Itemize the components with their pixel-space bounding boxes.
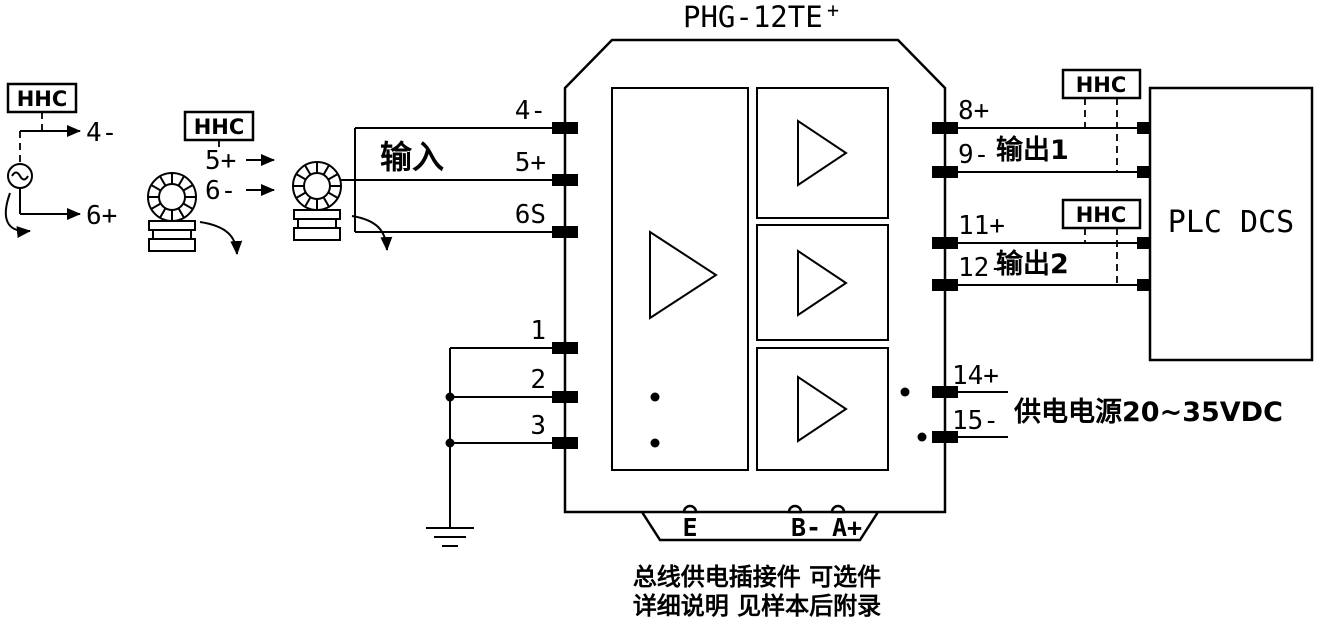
module-title-superscript: + bbox=[827, 0, 839, 22]
terminal-bar-9 bbox=[932, 166, 958, 178]
hhc-box-2 bbox=[183, 110, 255, 142]
output-wires bbox=[958, 127, 1137, 438]
output1-label: 输出1 bbox=[996, 134, 1069, 166]
input-wires bbox=[340, 127, 612, 233]
field-label-6minus: 6- bbox=[205, 176, 236, 206]
terminal-label-6s: 6S bbox=[515, 200, 546, 230]
terminal-bar-3 bbox=[552, 437, 578, 449]
current-source-symbol bbox=[7, 163, 33, 189]
hhc-box-4 bbox=[1061, 198, 1142, 230]
terminal-bar-6s bbox=[552, 226, 578, 238]
terminal-label-1: 1 bbox=[530, 316, 546, 346]
hhc-label-4: HHC bbox=[1076, 203, 1127, 227]
terminal-label-4: 4- bbox=[515, 96, 546, 126]
hhc-box-3 bbox=[1061, 68, 1142, 100]
input-label: 输入 bbox=[380, 138, 444, 176]
amplifier-icon-main bbox=[649, 230, 718, 320]
bus-pin-label-e: E bbox=[682, 513, 697, 542]
terminal-label-8: 8+ bbox=[958, 96, 989, 126]
terminal-bar-8 bbox=[932, 122, 958, 134]
terminal-bar-15 bbox=[932, 431, 958, 443]
power-supply-label: 供电电源20~35VDC bbox=[1013, 397, 1283, 428]
amplifier-icon-power bbox=[797, 375, 848, 443]
terminal-bar-1 bbox=[552, 342, 578, 354]
curved-adjust-arrow-1 bbox=[4, 192, 31, 239]
terminal-bar-4 bbox=[552, 122, 578, 134]
hhc-label-1: HHC bbox=[17, 87, 68, 111]
terminal-bar-12 bbox=[932, 279, 958, 291]
terminal-label-11: 11+ bbox=[958, 211, 1005, 241]
terminal-label-9: 9- bbox=[958, 140, 989, 170]
transmitter-symbol-2 bbox=[292, 161, 342, 241]
module-title: PHG-12TE bbox=[683, 0, 823, 34]
hhc-label-3: HHC bbox=[1076, 73, 1127, 97]
terminal-label-15: 15- bbox=[952, 406, 999, 436]
amplifier-icon-out2 bbox=[797, 249, 848, 317]
curved-adjust-arrow-2 bbox=[199, 221, 243, 255]
transmitter-symbol-1 bbox=[147, 172, 197, 252]
terminal-bar-2 bbox=[552, 391, 578, 403]
field-label-4minus: 4- bbox=[86, 118, 117, 148]
field-arrows bbox=[4, 125, 393, 255]
terminal-bar-14 bbox=[932, 386, 958, 398]
terminal-bar-5 bbox=[552, 174, 578, 186]
terminal-label-3: 3 bbox=[530, 411, 546, 441]
amplifier-icon-out1 bbox=[797, 119, 848, 187]
hhc-box-1 bbox=[6, 82, 78, 114]
hhc-dashed-links bbox=[19, 98, 1118, 285]
terminal-label-5: 5+ bbox=[515, 148, 546, 178]
terminal-label-12: 12- bbox=[958, 253, 1005, 283]
bus-connector-outline bbox=[640, 511, 880, 542]
output2-label: 输出2 bbox=[996, 248, 1069, 280]
terminal-label-2: 2 bbox=[530, 365, 546, 395]
note-line-1: 总线供电插接件 可选件 bbox=[633, 563, 881, 591]
curved-adjust-arrow-3 bbox=[351, 215, 393, 251]
terminal-bar-11 bbox=[932, 237, 958, 249]
note-line-2: 详细说明 见样本后附录 bbox=[633, 592, 881, 620]
ground-wires bbox=[19, 188, 578, 547]
connector-pin-bumps bbox=[682, 504, 846, 514]
plc-dcs-label: PLC DCS bbox=[1168, 205, 1294, 240]
junction-dots bbox=[445, 387, 927, 448]
field-label-5plus: 5+ bbox=[205, 146, 236, 176]
bus-pin-label-bminus: B- bbox=[791, 513, 821, 542]
plc-dcs-box bbox=[1148, 86, 1314, 362]
bus-pin-label-aplus: A+ bbox=[832, 513, 862, 542]
terminal-label-14: 14+ bbox=[952, 361, 999, 391]
hhc-label-2: HHC bbox=[194, 115, 245, 139]
field-label-6plus: 6+ bbox=[86, 201, 117, 231]
